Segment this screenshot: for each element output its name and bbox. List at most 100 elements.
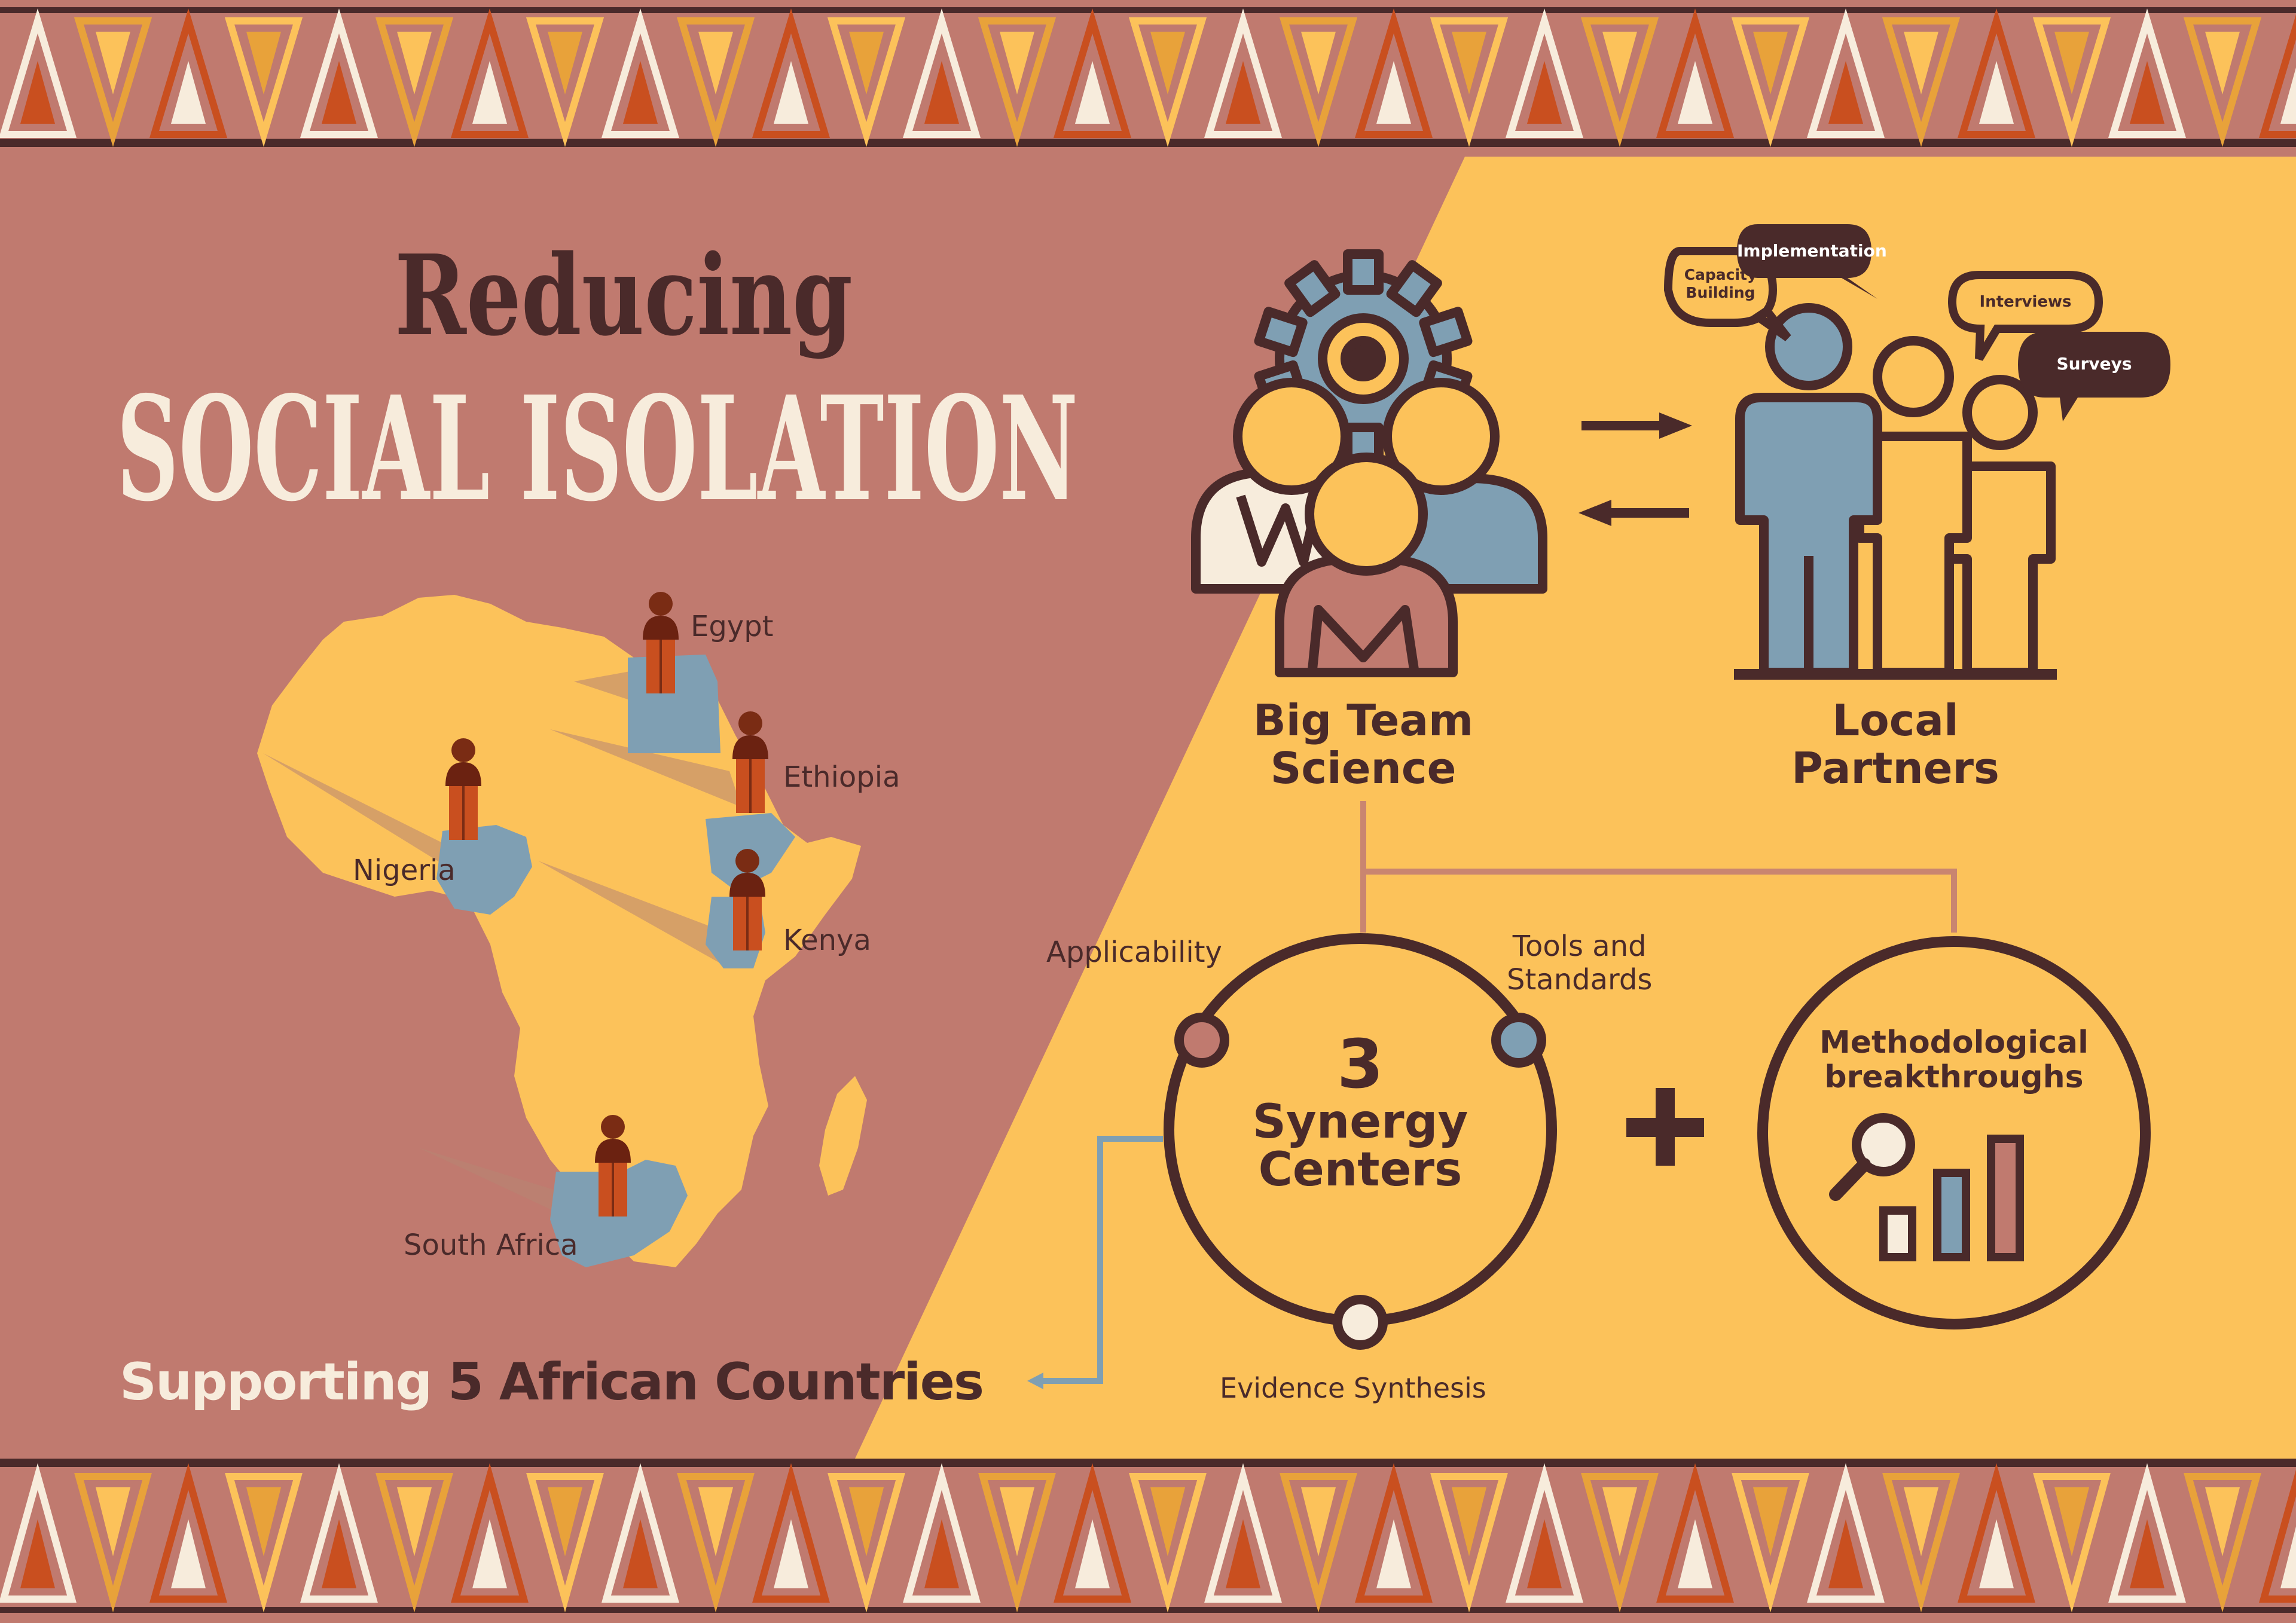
country-label-ethiopia: Ethiopia	[783, 760, 900, 794]
border-triangle	[677, 1473, 755, 1613]
nigeria-pin	[445, 738, 481, 840]
border-triangle	[1882, 17, 1961, 147]
evidence-node	[1333, 1295, 1388, 1350]
border-triangle-inner	[548, 32, 582, 94]
methodological-text: Methodological breakthroughs	[1805, 1025, 2103, 1095]
methodological-circle	[1757, 936, 2151, 1329]
bubble-capacity-line2: Building	[1686, 284, 1755, 301]
bubble-surveys-text: Surveys	[2056, 354, 2132, 374]
border-triangle-inner	[2280, 67, 2296, 124]
border-triangle-inner	[623, 61, 658, 124]
gear-tooth	[1386, 260, 1442, 317]
border-triangle	[827, 17, 906, 147]
bubble-capacity	[1663, 247, 1791, 341]
synergy-number: 3	[1337, 1026, 1384, 1104]
tools-label: Tools and Standards	[1507, 930, 1652, 997]
country-label-egypt: Egypt	[691, 610, 774, 643]
border-triangle-inner	[2280, 1526, 2296, 1588]
border-triangle-inner	[20, 1519, 55, 1588]
border-triangle-inner	[1452, 1487, 1486, 1557]
border-triangle	[2032, 17, 2111, 147]
big-team-science-icon	[1191, 249, 1547, 677]
plus-icon	[1626, 1088, 1704, 1166]
border-triangle	[224, 17, 303, 147]
border-triangle-inner	[1301, 32, 1336, 94]
border-triangle	[902, 8, 981, 138]
border-triangle-inner	[1753, 32, 1788, 94]
arrow-head-left	[1027, 1373, 1043, 1389]
border-triangle-inner	[1602, 32, 1637, 94]
border-triangle	[1506, 1463, 1583, 1603]
bubble-implementation-text: Implementation	[1737, 241, 1887, 261]
border-triangle	[1280, 1473, 1357, 1613]
border-triangle	[526, 1473, 604, 1613]
border-triangle-inner	[698, 32, 733, 94]
border-triangle-inner	[1602, 1487, 1637, 1557]
gear-tooth	[1254, 307, 1308, 357]
border-triangle	[1731, 17, 1810, 147]
border-triangle-inner	[849, 1487, 884, 1557]
gear-tooth	[1419, 307, 1473, 357]
ethiopia-pin	[732, 711, 768, 813]
border-triangle	[1204, 8, 1283, 138]
synergy-center-text: 3 Synergy Centers	[1211, 1031, 1510, 1194]
border-triangle	[375, 17, 454, 147]
synergy-centers-circle	[1164, 933, 1557, 1350]
border-triangle	[2259, 1469, 2296, 1603]
border-triangle	[2258, 14, 2296, 138]
border-triangle	[752, 1463, 830, 1603]
local-partners-icon	[1734, 303, 2057, 680]
border-triangle-inner	[924, 61, 959, 124]
border-triangle-inner	[1376, 1519, 1411, 1588]
border-triangle-inner	[849, 32, 884, 94]
border-triangle	[450, 8, 529, 138]
nigeria-region	[436, 825, 532, 915]
south-africa-pin	[595, 1115, 631, 1217]
border-triangle-inner	[2205, 32, 2240, 94]
border-triangle-inner	[1904, 1487, 1938, 1557]
border-triangle	[1279, 17, 1358, 147]
border-triangle	[225, 1473, 303, 1613]
border-triangle	[1806, 8, 1885, 138]
border-triangle-inner	[1226, 61, 1260, 124]
border-triangle-inner	[1075, 1519, 1110, 1588]
border-triangle	[0, 1463, 77, 1603]
speech-bubbles	[1663, 224, 2170, 421]
applicability-node	[1174, 1013, 1229, 1068]
border-triangle-inner	[1527, 1519, 1562, 1588]
border-triangle-inner	[246, 1487, 281, 1557]
border-triangle-inner	[96, 32, 130, 94]
border-triangle	[1882, 1473, 1960, 1613]
big-team-line1: Big Team	[1253, 695, 1474, 745]
border-triangle-inner	[548, 1487, 582, 1557]
border-triangle-inner	[1376, 61, 1411, 124]
border-triangle-inner	[623, 1519, 658, 1588]
border-triangle	[74, 17, 152, 147]
border-triangle-inner	[472, 61, 507, 124]
border-triangle	[300, 8, 378, 138]
border-triangle	[978, 17, 1057, 147]
supporting-countries-text: Supporting 5 African Countries	[120, 1352, 984, 1412]
evidence-label: Evidence Synthesis	[1220, 1372, 1486, 1404]
border-triangle	[300, 1463, 378, 1603]
border-triangle-inner	[1979, 1519, 2014, 1588]
tools-line2: Standards	[1507, 963, 1653, 997]
africa-continent	[257, 595, 861, 1267]
local-partners-label: Local Partners	[1764, 696, 2027, 792]
border-triangle-inner	[1678, 61, 1712, 124]
border-triangle	[1054, 1463, 1131, 1603]
top-pattern-border	[0, 0, 2296, 157]
supporting-word: Supporting	[120, 1352, 432, 1412]
connector-lines	[1360, 801, 1957, 933]
method-line2: breakthroughs	[1824, 1059, 2084, 1095]
applicability-label: Applicability	[1046, 936, 1222, 969]
local-line2: Partners	[1791, 743, 1999, 793]
border-triangle-inner	[1678, 1519, 1712, 1588]
bottom-pattern-border	[0, 1459, 2296, 1623]
border-triangle	[1958, 1463, 2035, 1603]
border-triangle-inner	[698, 1487, 733, 1557]
egypt-pin	[643, 592, 679, 693]
border-triangle	[978, 1473, 1056, 1613]
